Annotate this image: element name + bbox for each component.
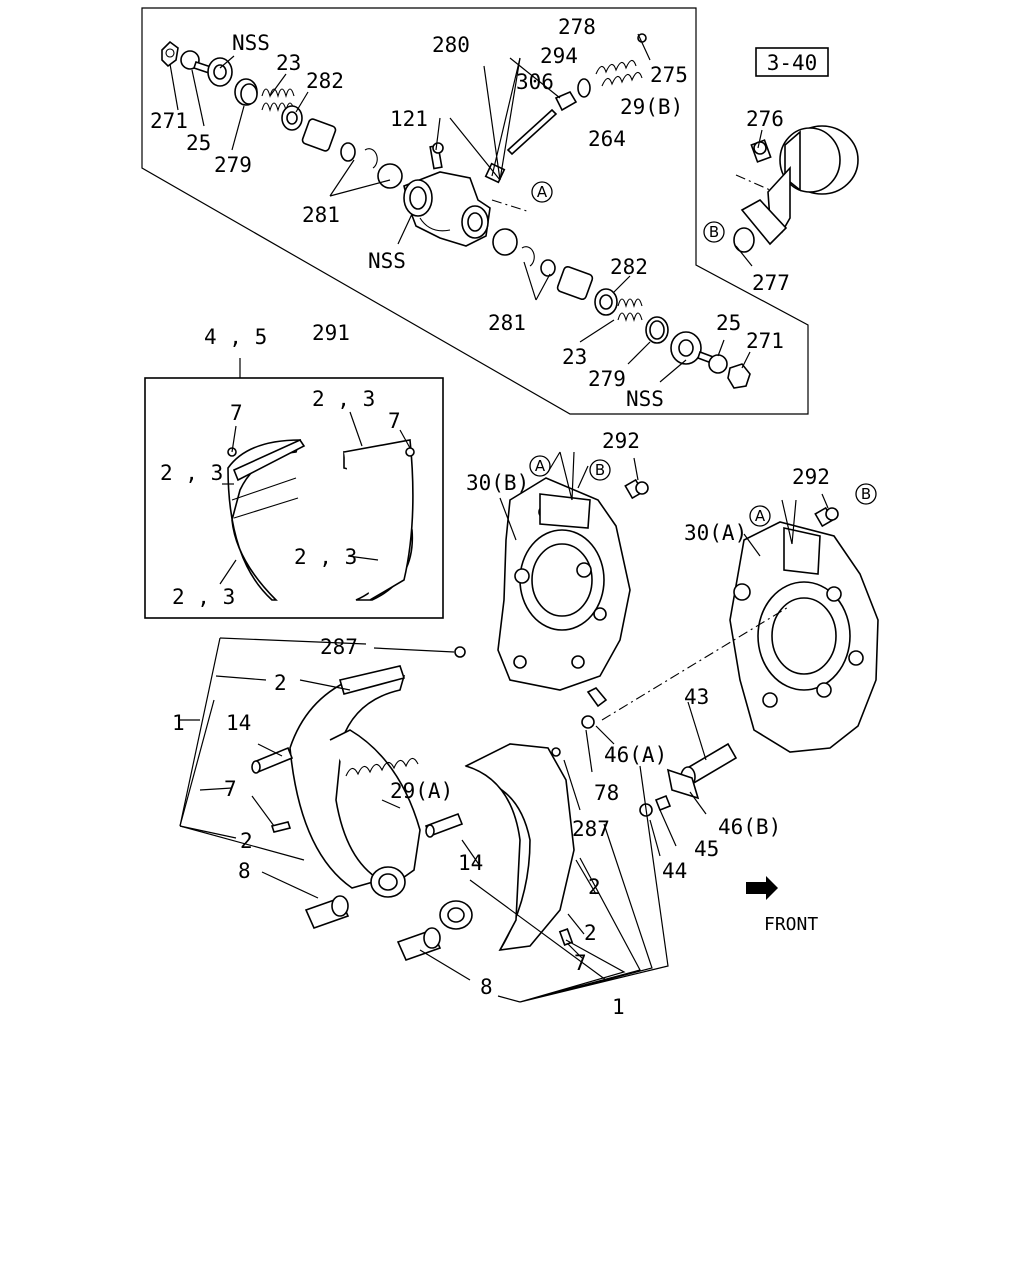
label-nss-2[interactable]: NSS xyxy=(368,249,406,273)
label-7-a[interactable]: 7 xyxy=(230,401,243,425)
label-14-b[interactable]: 14 xyxy=(458,851,483,875)
ref-box-label: 3-40 xyxy=(767,51,818,75)
label-2-3-a[interactable]: 2 , 3 xyxy=(160,461,223,485)
label-271-b[interactable]: 271 xyxy=(746,329,784,353)
label-275[interactable]: 275 xyxy=(650,63,688,87)
label-29a[interactable]: 29(A) xyxy=(390,779,453,803)
label-2-3-b[interactable]: 2 , 3 xyxy=(312,387,375,411)
label-277[interactable]: 277 xyxy=(752,271,790,295)
svg-text:B: B xyxy=(861,485,871,503)
lining-set-parts xyxy=(227,438,415,601)
label-2-d[interactable]: 2 xyxy=(584,921,597,945)
label-14-a[interactable]: 14 xyxy=(226,711,251,735)
lining-set-frame xyxy=(144,377,444,619)
label-4-5[interactable]: 4 , 5 xyxy=(204,325,267,349)
brake-shoe-left xyxy=(251,665,421,930)
label-2-c[interactable]: 2 xyxy=(588,875,601,899)
label-23-a[interactable]: 23 xyxy=(276,51,301,75)
marker-b-3: B xyxy=(855,483,877,505)
label-292-a[interactable]: 292 xyxy=(602,429,640,453)
label-2-a[interactable]: 2 xyxy=(274,671,287,695)
marker-a-3: A xyxy=(749,505,771,527)
brake-shoe-right xyxy=(396,743,575,962)
label-278[interactable]: 278 xyxy=(558,15,596,39)
label-281-a[interactable]: 281 xyxy=(302,203,340,227)
label-46a[interactable]: 46(A) xyxy=(604,743,667,767)
label-nss-1[interactable]: NSS xyxy=(232,31,270,55)
label-29b[interactable]: 29(B) xyxy=(620,95,683,119)
label-1-a[interactable]: 1 xyxy=(172,711,185,735)
marker-b-2: B xyxy=(589,459,611,481)
label-306[interactable]: 306 xyxy=(516,70,554,94)
upper-assembly-parts xyxy=(161,33,771,389)
label-78[interactable]: 78 xyxy=(594,781,619,805)
label-2-b[interactable]: 2 xyxy=(240,829,253,853)
upper-assembly-frame xyxy=(141,7,809,415)
label-30a[interactable]: 30(A) xyxy=(684,521,747,545)
label-23-b[interactable]: 23 xyxy=(562,345,587,369)
label-44[interactable]: 44 xyxy=(662,859,687,883)
marker-a-1: A xyxy=(531,181,553,203)
small-hardware xyxy=(454,478,839,817)
label-8-b[interactable]: 8 xyxy=(480,975,493,999)
front-arrow-icon xyxy=(746,876,778,900)
svg-text:A: A xyxy=(535,457,546,475)
label-287-b[interactable]: 287 xyxy=(572,817,610,841)
label-2-3-c[interactable]: 2 , 3 xyxy=(294,545,357,569)
label-294[interactable]: 294 xyxy=(540,44,578,68)
label-8-a[interactable]: 8 xyxy=(238,859,251,883)
label-279-b[interactable]: 279 xyxy=(588,367,626,391)
label-43[interactable]: 43 xyxy=(684,685,709,709)
label-121[interactable]: 121 xyxy=(390,107,428,131)
label-1-b[interactable]: 1 xyxy=(612,995,625,1019)
front-label: FRONT xyxy=(764,914,818,935)
label-292-b[interactable]: 292 xyxy=(792,465,830,489)
label-282-b[interactable]: 282 xyxy=(610,255,648,279)
label-7-c[interactable]: 7 xyxy=(224,777,237,801)
label-25-b[interactable]: 25 xyxy=(716,311,741,335)
svg-text:A: A xyxy=(537,183,548,201)
callout-labels: 278 280 294 306 275 29(B) 264 121 NSS 23… xyxy=(150,15,830,1019)
marker-b-1: B xyxy=(703,221,725,243)
label-271-a[interactable]: 271 xyxy=(150,109,188,133)
label-291[interactable]: 291 xyxy=(312,321,350,345)
label-45[interactable]: 45 xyxy=(694,837,719,861)
svg-text:B: B xyxy=(709,223,719,241)
ref-box[interactable] xyxy=(755,47,829,77)
brake-chamber xyxy=(733,125,859,253)
label-282-a[interactable]: 282 xyxy=(306,69,344,93)
svg-text:B: B xyxy=(595,461,605,479)
label-30b[interactable]: 30(B) xyxy=(466,471,529,495)
backing-plate-30b xyxy=(497,477,631,691)
label-287-a[interactable]: 287 xyxy=(320,635,358,659)
backing-plate-30a xyxy=(729,521,879,753)
leader-lines xyxy=(169,33,829,1003)
label-280[interactable]: 280 xyxy=(432,33,470,57)
label-264[interactable]: 264 xyxy=(588,127,626,151)
label-7-b[interactable]: 7 xyxy=(388,409,401,433)
label-25-a[interactable]: 25 xyxy=(186,131,211,155)
label-nss-3[interactable]: NSS xyxy=(626,387,664,411)
label-279-a[interactable]: 279 xyxy=(214,153,252,177)
label-7-d[interactable]: 7 xyxy=(574,951,587,975)
label-2-3-d[interactable]: 2 , 3 xyxy=(172,585,235,609)
svg-text:A: A xyxy=(755,507,766,525)
label-281-b[interactable]: 281 xyxy=(488,311,526,335)
label-46b[interactable]: 46(B) xyxy=(718,815,781,839)
label-276[interactable]: 276 xyxy=(746,107,784,131)
marker-a-2: A xyxy=(529,455,551,477)
